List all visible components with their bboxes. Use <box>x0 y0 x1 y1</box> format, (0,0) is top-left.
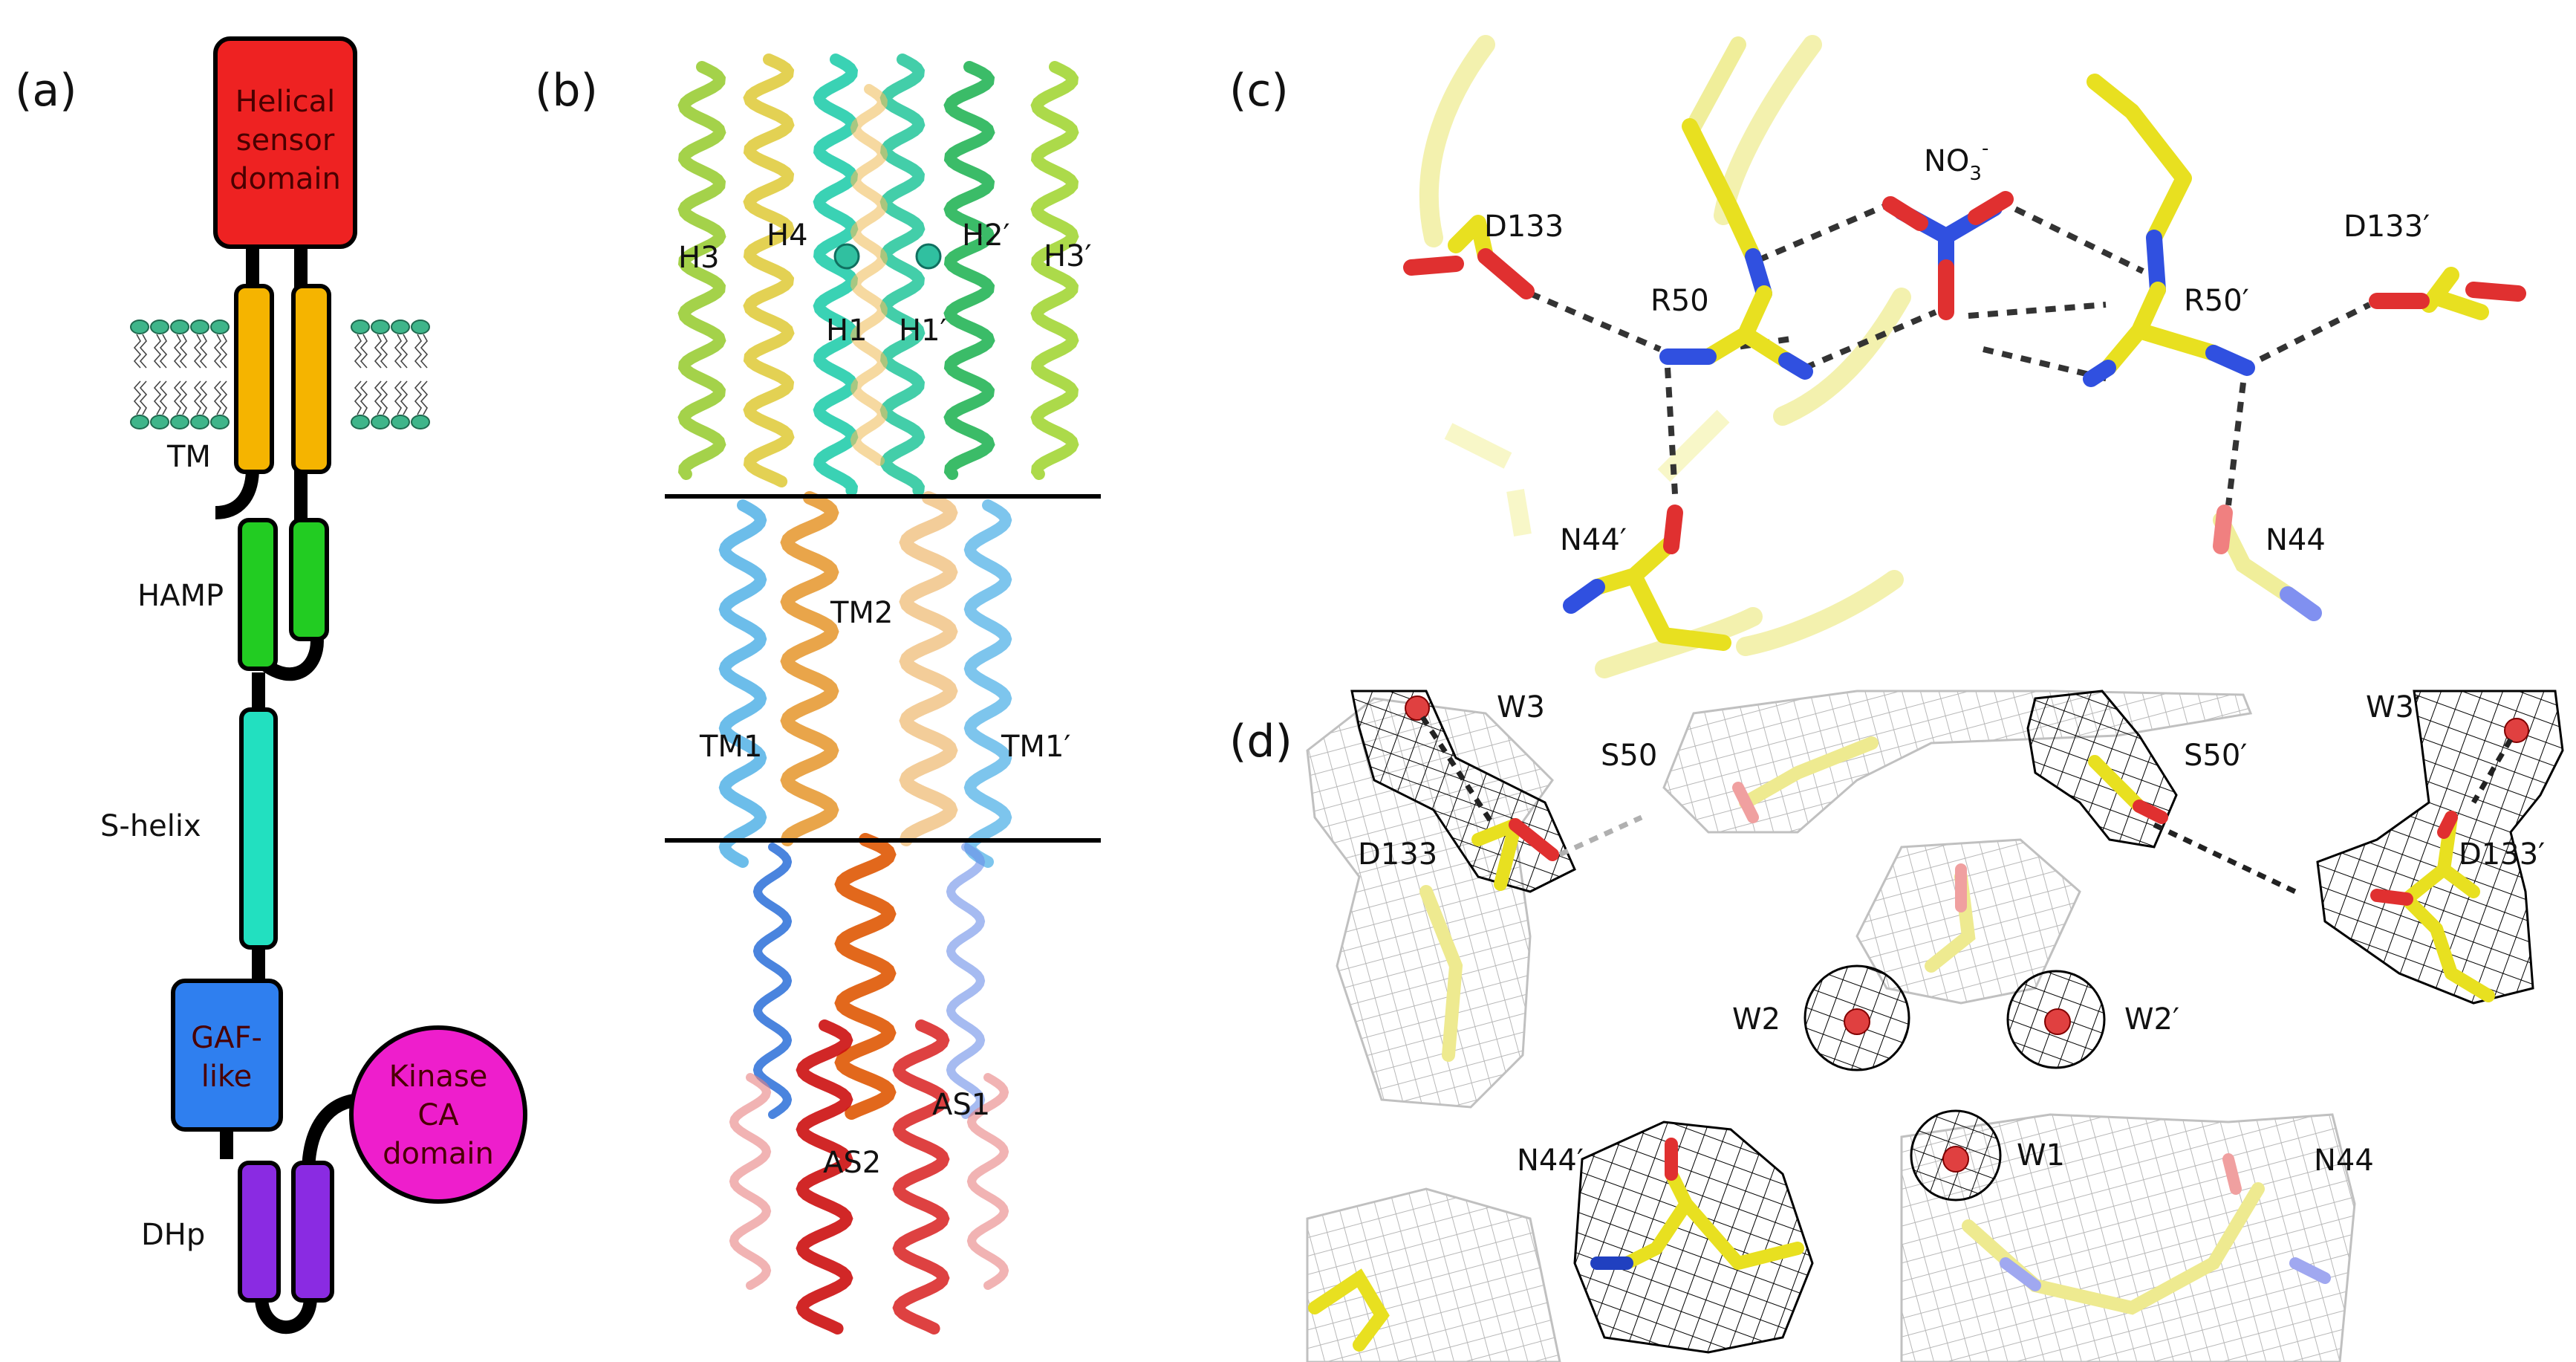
water-W2p <box>2044 1008 2071 1035</box>
label-H3: H3 <box>678 241 720 275</box>
hamp-label: HAMP <box>137 579 224 613</box>
dhp-helix-1 <box>238 1161 281 1303</box>
gaf-like-box <box>171 979 283 1132</box>
residue-D133 <box>1403 215 1535 299</box>
panel-label-a: (a) <box>15 65 77 117</box>
sensor-label-2: sensor <box>236 123 335 158</box>
water-W3 <box>1405 695 1430 721</box>
tm-helix-1 <box>234 284 274 474</box>
label-W2p: W2′ <box>2124 1002 2179 1037</box>
water-W1 <box>1942 1146 1969 1173</box>
dhp-helix-2 <box>291 1161 334 1303</box>
residue-R50p <box>2083 74 2255 387</box>
metal-ion-sphere <box>915 243 942 270</box>
s-helix-box <box>239 707 278 950</box>
hbond-network: D133 D133′ R50 R50′ NO3- N44′ N44 <box>1403 35 2526 678</box>
metal-ion-sphere <box>833 243 860 270</box>
gaf-label-1: GAF- <box>191 1021 262 1055</box>
grey-mesh-N44 <box>1900 1113 2356 1362</box>
density-hydrogen-bonds <box>1420 716 2514 895</box>
label-D133p: D133′ <box>2344 210 2430 244</box>
black-mesh-N44p <box>1573 1121 1814 1354</box>
grey-mesh-N44p-left <box>1306 1187 1561 1362</box>
label-R50: R50 <box>1650 284 1709 318</box>
electron-density-map: W3 W3′ S50 S50′ D133 D133′ W2 W2′ W1 N44… <box>1306 690 2564 1362</box>
dhp-label: DHp <box>141 1218 205 1252</box>
residue-N44 <box>2213 505 2322 621</box>
label-H4: H4 <box>767 218 808 253</box>
label-N44: N44 <box>2314 1144 2374 1178</box>
label-R50p: R50′ <box>2184 284 2249 318</box>
nitrate-ion <box>1882 191 2014 320</box>
tm-label: TM <box>166 440 211 474</box>
label-AS2: AS2 <box>823 1146 881 1180</box>
black-mesh-W3-D133 <box>1350 690 1576 893</box>
shelix-label: S-helix <box>100 809 201 843</box>
kinase-label-3: domain <box>383 1137 494 1171</box>
hydrogen-bonds <box>1529 198 2371 506</box>
residue-N44p <box>1563 505 1731 651</box>
sensor-label-3: domain <box>230 162 341 196</box>
label-D133p: D133′ <box>2459 837 2545 872</box>
label-TM1p: TM1′ <box>1001 730 1070 764</box>
sensor-label-1: Helical <box>235 85 336 119</box>
kinase-ca-domain-circle <box>349 1025 527 1204</box>
membrane-bilayer-icon <box>130 320 430 429</box>
panel-label-b: (b) <box>535 65 598 117</box>
label-H3p: H3′ <box>1044 239 1092 273</box>
helix-ribbons <box>677 53 1079 1335</box>
label-N44: N44 <box>2266 523 2326 557</box>
label-N44p: N44′ <box>1517 1144 1584 1178</box>
gaf-label-2: like <box>201 1060 253 1094</box>
panel-label-d: (d) <box>1229 716 1292 768</box>
hamp-helix-1 <box>238 518 278 671</box>
label-nitrate: NO3- <box>1924 137 1988 185</box>
kinase-label-2: CA <box>417 1098 459 1132</box>
panel-label-c: (c) <box>1229 65 1289 117</box>
label-N44p: N44′ <box>1560 523 1627 557</box>
water-W2 <box>1844 1008 1870 1035</box>
label-H1p: H1′ <box>899 314 947 348</box>
hamp-helix-2 <box>289 518 329 641</box>
residue-R50 <box>1659 36 1813 380</box>
label-S50p: S50′ <box>2184 739 2247 773</box>
helical-sensor-domain-box <box>213 36 357 249</box>
label-W2: W2 <box>1732 1002 1780 1037</box>
label-W3p: W3′ <box>2366 690 2421 724</box>
water-W3p <box>2504 718 2529 743</box>
kinase-label-1: Kinase <box>389 1060 488 1094</box>
domain-schematic: Helical sensor domain TM HAMP S-helix GA… <box>100 36 527 1335</box>
black-mesh-W3p-D133p <box>2316 690 2564 1005</box>
label-TM1: TM1 <box>699 730 762 764</box>
label-S50: S50 <box>1601 739 1657 773</box>
ribbon-structure: H3 H4 H2′ H3′ H1 H1′ TM2 TM1 TM1′ AS1 AS… <box>665 53 1101 1335</box>
label-TM2: TM2 <box>830 596 893 630</box>
label-H2p: H2′ <box>962 218 1010 253</box>
label-H1: H1 <box>826 314 868 348</box>
residue-D133p <box>2369 267 2526 320</box>
tm-helix-2 <box>291 284 331 474</box>
label-D133: D133 <box>1484 210 1564 244</box>
faint-hbond <box>1558 814 1643 857</box>
label-W1: W1 <box>2017 1138 2065 1173</box>
label-D133: D133 <box>1358 837 1437 872</box>
label-AS1: AS1 <box>932 1088 990 1122</box>
label-W3: W3 <box>1497 690 1545 724</box>
